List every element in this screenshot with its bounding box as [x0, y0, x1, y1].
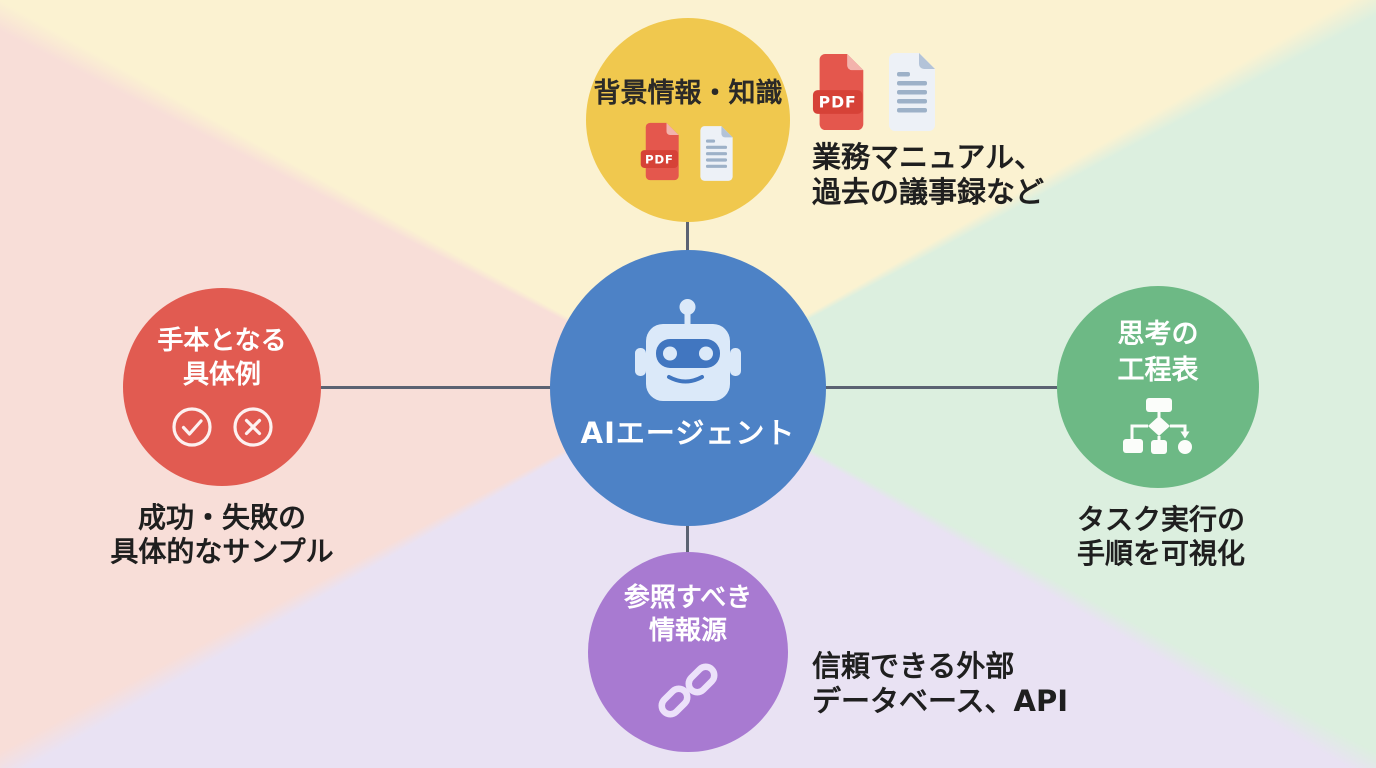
ai-agent-label: AIエージェント: [580, 416, 796, 451]
node-model-examples: 手本となる 具体例: [123, 288, 321, 486]
process-label-line1: 思考の: [1117, 319, 1199, 351]
annotation-knowledge-line2: 過去の議事録など: [812, 174, 1045, 209]
annotation-sources-line2: データベース、API: [812, 683, 1069, 718]
examples-label-line2: 具体例: [182, 359, 261, 390]
annotation-knowledge-line1: 業務マニュアル、: [812, 140, 1044, 174]
node-thinking-process: 思考の 工程表: [1057, 286, 1259, 488]
examples-icon-row: [170, 405, 275, 449]
document-icon: [699, 126, 733, 182]
node-reference-sources: 参照すべき 情報源: [588, 552, 788, 752]
annotation-process-line1: タスク実行の: [1076, 503, 1245, 536]
document-icon-large: [889, 53, 935, 131]
process-icon-row: [1122, 397, 1194, 457]
annotation-process-line2: 手順を可視化: [1076, 536, 1245, 570]
annotation-examples-line2: 具体的なサンプル: [110, 534, 334, 568]
knowledge-label: 背景情報・知識: [593, 77, 783, 109]
annotation-sources-line1: 信頼できる外部: [812, 649, 1015, 683]
process-label-line2: 工程表: [1117, 354, 1199, 386]
node-background-knowledge: 背景情報・知識 PDF: [586, 18, 790, 222]
annotation-examples: 成功・失敗の 具体的なサンプル: [52, 501, 392, 568]
annotation-knowledge-icon-row: PDF: [812, 44, 1044, 134]
sources-label-line1: 参照すべき: [623, 582, 753, 613]
robot-icon: [635, 299, 741, 402]
knowledge-icon-row: PDF: [640, 120, 737, 183]
sources-label-line2: 情報源: [648, 616, 727, 646]
connector-right: [688, 386, 1158, 389]
annotation-examples-line1: 成功・失敗の: [137, 501, 306, 534]
node-ai-agent: AIエージェント: [550, 250, 826, 526]
cross-circle-icon: [232, 407, 273, 447]
pdf-file-icon: PDF: [640, 123, 679, 181]
annotation-sources: 信頼できる外部 データベース、API: [812, 649, 1068, 719]
pdf-file-icon-large: PDF: [812, 54, 864, 130]
annotation-process: タスク実行の 手順を可視化: [1041, 503, 1281, 570]
sources-icon-row: [656, 660, 720, 722]
annotation-knowledge: PDF 業務マニュアル、 過去の議事録など: [812, 44, 1044, 210]
flowchart-icon: [1123, 397, 1192, 454]
pdf-badge-label: PDF: [645, 153, 674, 167]
pdf-badge-label-large: PDF: [819, 93, 857, 112]
link-chain-icon: [658, 663, 718, 718]
check-circle-icon: [171, 407, 212, 447]
connector-left: [222, 386, 688, 389]
examples-label-line1: 手本となる: [157, 326, 287, 357]
